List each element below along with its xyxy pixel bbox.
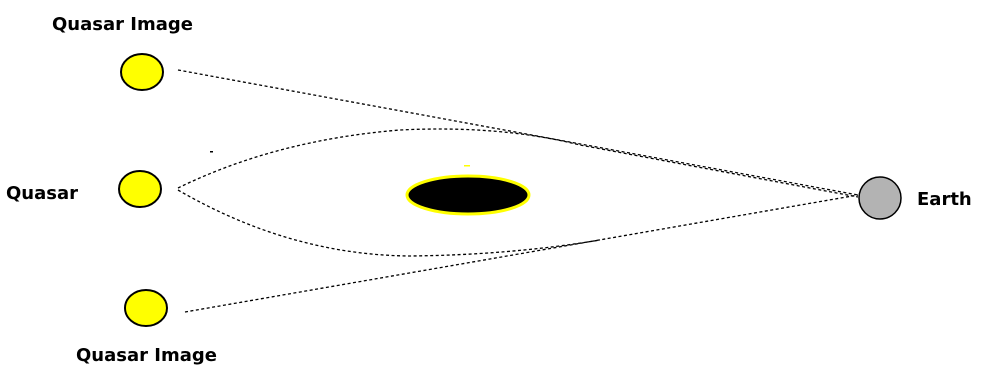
ray-quasar-lower-path bbox=[178, 190, 600, 256]
earth bbox=[859, 177, 901, 219]
quasar-image-bottom bbox=[125, 290, 167, 326]
earth-label: Earth bbox=[917, 189, 972, 210]
lens-galaxy bbox=[407, 176, 529, 214]
small-yellow-mark bbox=[464, 165, 470, 167]
ray-bottom-image-to-earth bbox=[185, 195, 858, 312]
quasar bbox=[119, 171, 161, 207]
quasar-image-top-label: Quasar Image bbox=[52, 14, 193, 35]
quasar-label: Quasar bbox=[6, 183, 78, 204]
quasar-image-top bbox=[121, 54, 163, 90]
quasar-image-bottom-label: Quasar Image bbox=[76, 345, 217, 366]
small-dash-mark bbox=[210, 151, 213, 153]
ray-top-image-to-earth bbox=[178, 70, 858, 195]
